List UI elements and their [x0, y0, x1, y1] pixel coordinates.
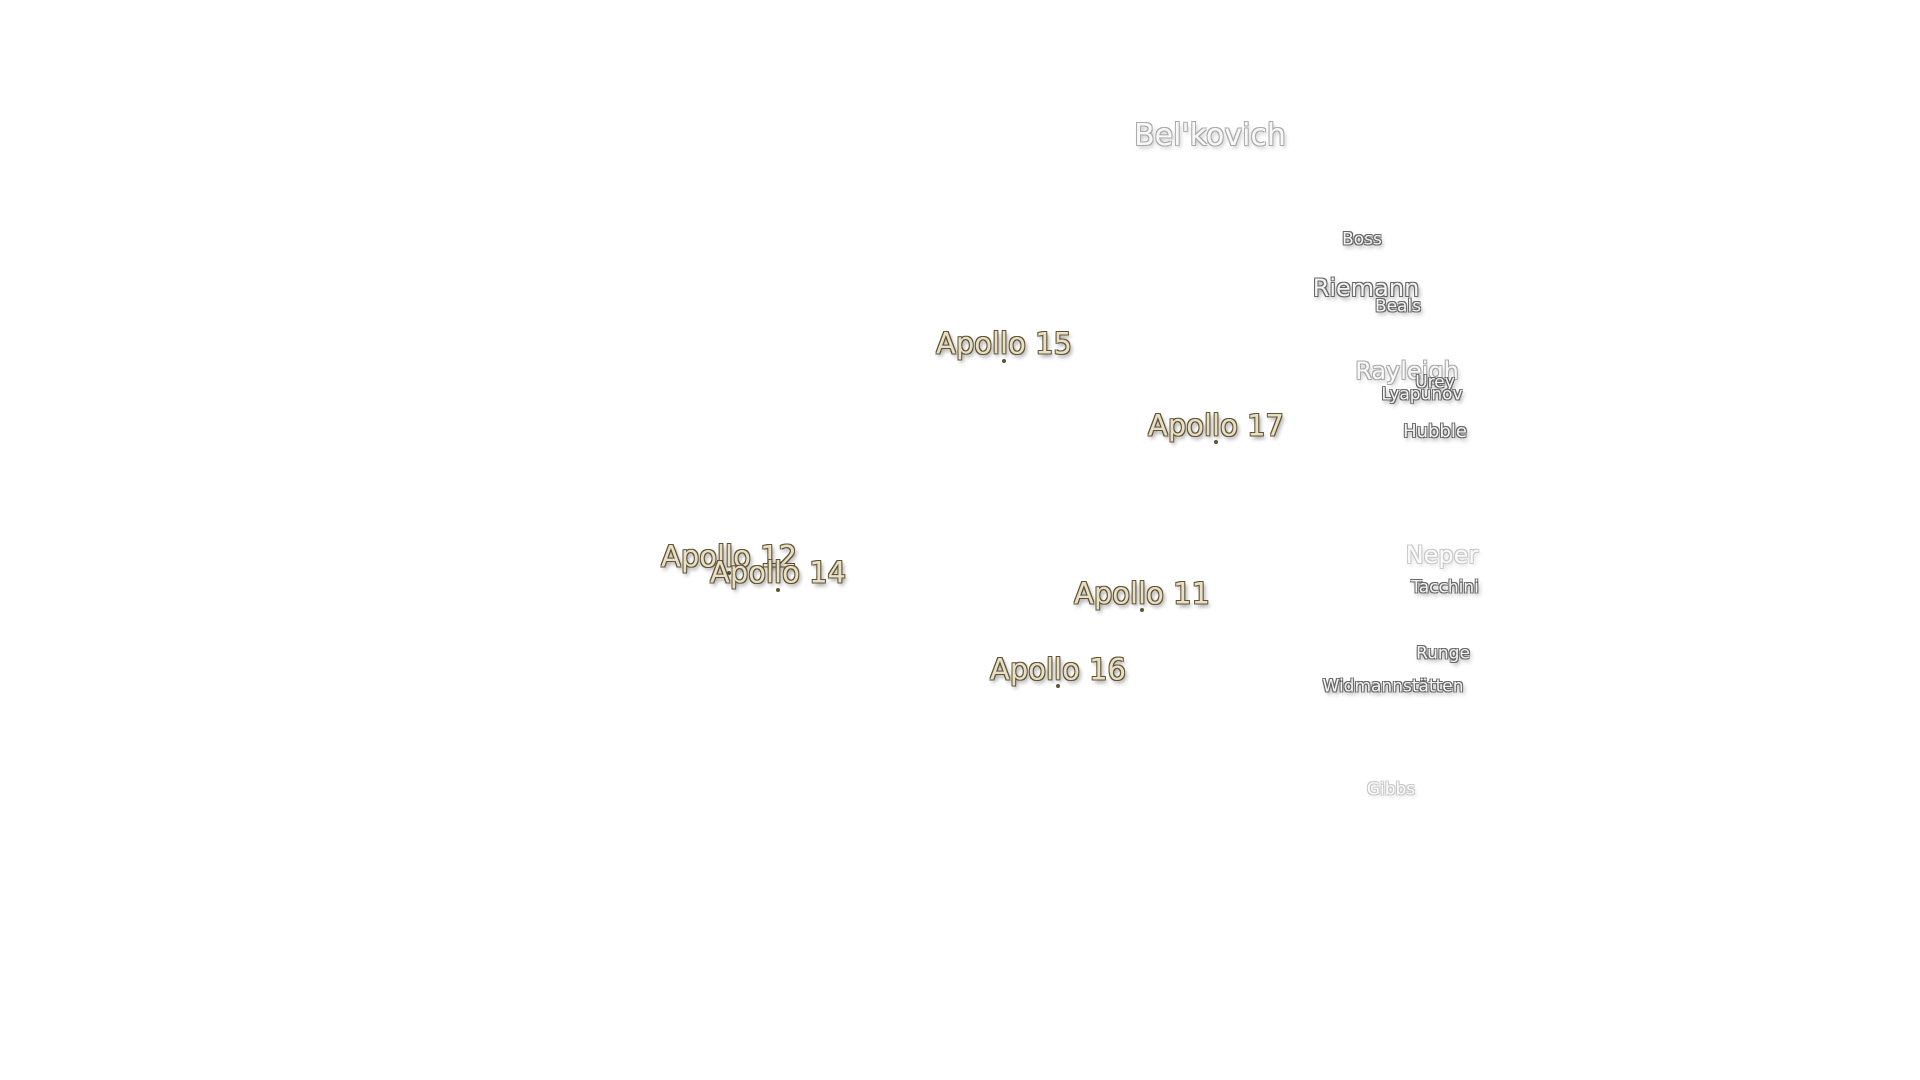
landing-site-marker-apollo-11[interactable] — [1140, 608, 1144, 612]
crater-label-neper: Neper — [1405, 541, 1479, 569]
crater-label-hubble: Hubble — [1403, 421, 1467, 442]
landing-site-marker-apollo-15[interactable] — [1002, 359, 1006, 363]
landing-site-marker-apollo-12[interactable] — [727, 571, 731, 575]
crater-label-gibbs: Gibbs — [1366, 779, 1416, 800]
landing-site-label-apollo-16: Apollo 16 — [990, 652, 1126, 687]
landing-site-marker-apollo-17[interactable] — [1214, 440, 1218, 444]
crater-label-widmannstatten: Widmannstätten — [1322, 676, 1464, 697]
landing-site-label-apollo-14: Apollo 14 — [710, 555, 846, 590]
crater-label-belkovich: Bel'kovich — [1134, 118, 1286, 153]
crater-label-runge: Runge — [1416, 643, 1470, 664]
landing-site-marker-apollo-16[interactable] — [1056, 684, 1060, 688]
landing-site-label-apollo-17: Apollo 17 — [1148, 408, 1284, 443]
landing-site-label-apollo-11: Apollo 11 — [1074, 576, 1210, 611]
crater-label-rayleigh: Rayleigh — [1355, 357, 1459, 385]
crater-label-urey: Urey — [1415, 372, 1455, 393]
crater-label-tacchini: Tacchini — [1411, 577, 1479, 598]
crater-label-boss: Boss — [1342, 229, 1382, 250]
crater-label-lyapunov: Lyapunov — [1381, 384, 1463, 405]
crater-label-beals: Beals — [1374, 296, 1422, 317]
landing-site-marker-apollo-14[interactable] — [776, 588, 780, 592]
crater-label-riemann: Riemann — [1312, 274, 1420, 302]
landing-site-label-apollo-12: Apollo 12 — [661, 539, 797, 574]
landing-site-label-apollo-15: Apollo 15 — [936, 326, 1072, 361]
